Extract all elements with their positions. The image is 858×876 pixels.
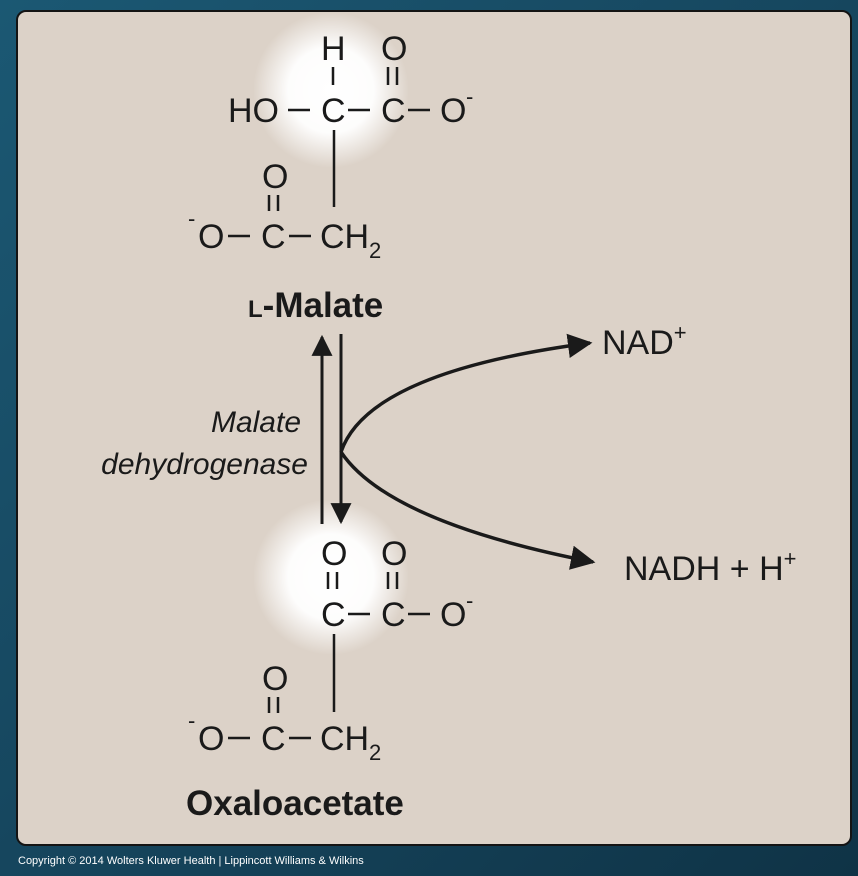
malate-ch-group: CH: [320, 218, 369, 256]
malate-carboxyl-o-top: O: [381, 30, 407, 68]
nadh-arrow: [339, 451, 596, 570]
malate-lower-carbon: C: [261, 218, 286, 256]
nadh-charge: +: [784, 546, 797, 571]
malate-charge-top: -: [466, 84, 473, 109]
oxaloacetate-carbonyl-highlight: [253, 499, 409, 655]
nad-arrow: [339, 333, 593, 453]
oxaloacetate-ch-group: CH: [320, 720, 369, 758]
malate-ch2-subscript: 2: [369, 238, 381, 263]
oxaloacetate-structure: O O C C O - O - O C CH 2: [188, 535, 473, 765]
malate-alpha-carbon: C: [321, 92, 346, 130]
nad-charge: +: [674, 320, 687, 345]
malate-carboxyl-carbon: C: [381, 92, 406, 130]
malate-charge-lower: -: [188, 206, 195, 231]
nadh-label: NADH + H+: [624, 546, 797, 588]
malate-label-prefix: L: [248, 296, 263, 323]
oxaloacetate-charge-lower: -: [188, 708, 195, 733]
oxaloacetate-lower-carbon: C: [261, 720, 286, 758]
malate-label: L-Malate: [248, 286, 383, 325]
enzyme-label-line2: dehydrogenase: [101, 448, 308, 481]
malate-carboxylate-o: O: [440, 92, 466, 130]
nad-text: NAD: [602, 324, 674, 362]
enzyme-label-line1: Malate: [211, 406, 301, 439]
reaction-diagram: H O HO C C O - O - O C CH: [101, 12, 797, 823]
oxaloacetate-keto-o: O: [321, 535, 347, 573]
oxaloacetate-label: Oxaloacetate: [186, 784, 404, 823]
malate-label-rest: -Malate: [263, 286, 384, 325]
nadh-text: NADH + H: [624, 550, 784, 588]
malate-alpha-carbon-highlight: [253, 12, 409, 168]
diagram-panel: H O HO C C O - O - O C CH: [16, 10, 852, 846]
malate-carboxyl-o-lower: O: [262, 158, 288, 196]
oxaloacetate-carboxyl-o-top: O: [381, 535, 407, 573]
malate-h-atom: H: [321, 30, 346, 68]
oxaloacetate-ch2-subscript: 2: [369, 740, 381, 765]
oxaloacetate-keto-carbon: C: [321, 596, 346, 634]
oxaloacetate-carboxyl-o-lower: O: [262, 660, 288, 698]
malate-structure: H O HO C C O - O - O C CH: [188, 30, 473, 263]
oxaloacetate-carboxylate-o: O: [440, 596, 466, 634]
malate-ho-group: HO: [228, 92, 279, 130]
oxaloacetate-carboxyl-carbon: C: [381, 596, 406, 634]
oxaloacetate-carboxylate-o-lower: O: [198, 720, 224, 758]
oxaloacetate-charge-top: -: [466, 588, 473, 613]
copyright-notice: Copyright © 2014 Wolters Kluwer Health |…: [18, 855, 364, 867]
malate-carboxylate-o-lower: O: [198, 218, 224, 256]
nad-label: NAD+: [602, 320, 687, 362]
